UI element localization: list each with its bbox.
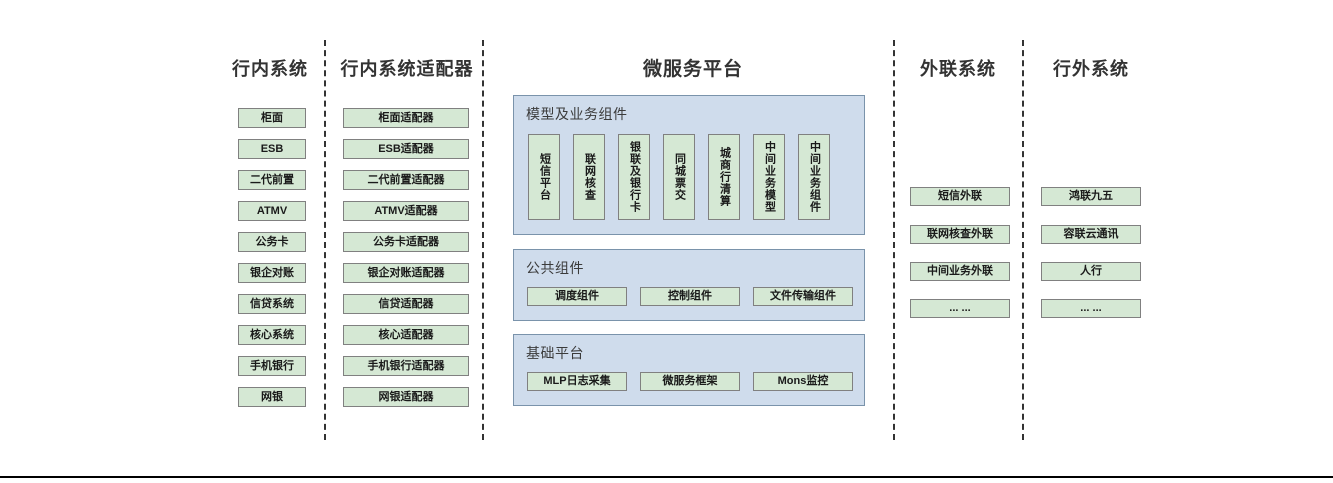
inbank-adapter-item-4[interactable]: 公务卡适配器 (343, 232, 469, 252)
inbank-adapter-item-8[interactable]: 手机银行适配器 (343, 356, 469, 376)
external-link-item-2[interactable]: 中间业务外联 (910, 262, 1010, 281)
inbank-adapter-item-7[interactable]: 核心适配器 (343, 325, 469, 345)
external-link-item-3[interactable]: ... ... (910, 299, 1010, 318)
external-link-item-0[interactable]: 短信外联 (910, 187, 1010, 206)
inbank-adapter-item-2[interactable]: 二代前置适配器 (343, 170, 469, 190)
model-component-1[interactable]: 联网核查 (573, 134, 605, 220)
outbank-item-3[interactable]: ... ... (1041, 299, 1141, 318)
column-title-microservice-platform: 微服务平台 (642, 59, 743, 80)
inbank-adapter-item-3[interactable]: ATMV适配器 (343, 201, 469, 221)
base-platform-item-2[interactable]: Mons监控 (753, 372, 853, 391)
external-link-item-1[interactable]: 联网核查外联 (910, 225, 1010, 244)
inbank-item-9[interactable]: 网银 (238, 387, 306, 407)
inbank-item-8[interactable]: 手机银行 (238, 356, 306, 376)
panel-title-public-components: 公共组件 (526, 260, 584, 276)
inbank-item-0[interactable]: 柜面 (238, 108, 306, 128)
column-divider-4 (1022, 40, 1024, 440)
base-platform-item-0[interactable]: MLP日志采集 (527, 372, 627, 391)
model-component-6[interactable]: 中间业务组件 (798, 134, 830, 220)
outbank-item-1[interactable]: 容联云通讯 (1041, 225, 1141, 244)
model-component-5[interactable]: 中间业务模型 (753, 134, 785, 220)
public-component-2[interactable]: 文件传输组件 (753, 287, 853, 306)
inbank-item-3[interactable]: ATMV (238, 201, 306, 221)
model-component-4[interactable]: 城商行清算 (708, 134, 740, 220)
column-divider-3 (893, 40, 895, 440)
inbank-item-2[interactable]: 二代前置 (238, 170, 306, 190)
column-divider-1 (324, 40, 326, 440)
inbank-adapter-item-0[interactable]: 柜面适配器 (343, 108, 469, 128)
column-title-inbank-adapter: 行内系统适配器 (340, 59, 474, 79)
inbank-item-7[interactable]: 核心系统 (238, 325, 306, 345)
bottom-rule (0, 476, 1333, 478)
inbank-adapter-item-9[interactable]: 网银适配器 (343, 387, 469, 407)
inbank-item-5[interactable]: 银企对账 (238, 263, 306, 283)
column-title-inbank: 行内系统 (232, 59, 308, 79)
panel-title-model-business-components: 模型及业务组件 (526, 106, 628, 122)
model-component-0[interactable]: 短信平台 (528, 134, 560, 220)
panel-public-components: 公共组件 (513, 249, 865, 321)
inbank-adapter-item-1[interactable]: ESB适配器 (343, 139, 469, 159)
inbank-adapter-item-5[interactable]: 银企对账适配器 (343, 263, 469, 283)
outbank-item-2[interactable]: 人行 (1041, 262, 1141, 281)
outbank-item-0[interactable]: 鸿联九五 (1041, 187, 1141, 206)
column-title-outbank: 行外系统 (1053, 59, 1129, 79)
public-component-1[interactable]: 控制组件 (640, 287, 740, 306)
inbank-item-1[interactable]: ESB (238, 139, 306, 159)
panel-base-platform: 基础平台 (513, 334, 865, 406)
public-component-0[interactable]: 调度组件 (527, 287, 627, 306)
inbank-adapter-item-6[interactable]: 信贷适配器 (343, 294, 469, 314)
column-divider-2 (482, 40, 484, 440)
model-component-3[interactable]: 同城票交 (663, 134, 695, 220)
column-title-external-link: 外联系统 (920, 59, 996, 79)
base-platform-item-1[interactable]: 微服务框架 (640, 372, 740, 391)
inbank-item-6[interactable]: 信贷系统 (238, 294, 306, 314)
inbank-item-4[interactable]: 公务卡 (238, 232, 306, 252)
panel-title-base-platform: 基础平台 (526, 345, 584, 361)
model-component-2[interactable]: 银联及银行卡 (618, 134, 650, 220)
